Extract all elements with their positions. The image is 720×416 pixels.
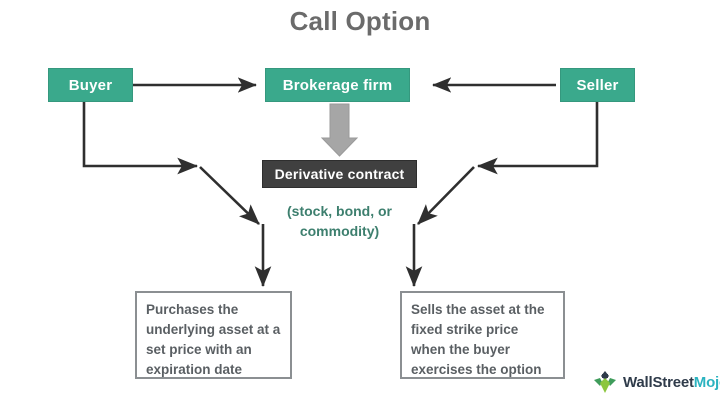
connector-buyer-to-buyer-outcome [82, 102, 199, 175]
wallstreetmojo-logo-text: WallStreetMojo [623, 374, 720, 391]
buyer-outcome-text: Purchases the underlying asset at a set … [146, 302, 281, 377]
seller-outcome-box: Sells the asset at the fixed strike pric… [400, 291, 565, 379]
node-seller[interactable]: Seller [560, 68, 635, 102]
node-seller-label: Seller [576, 76, 619, 94]
node-brokerage-firm[interactable]: Brokerage firm [265, 68, 410, 102]
connector-buyer-diagonal [199, 166, 260, 225]
node-buyer-label: Buyer [68, 76, 113, 94]
buyer-outcome-box: Purchases the underlying asset at a set … [135, 291, 292, 379]
underlying-asset-note: (stock, bond, or commodity) [262, 201, 417, 241]
node-derivative-contract[interactable]: Derivative contract [262, 160, 417, 188]
wallstreetmojo-bull-icon [594, 371, 616, 393]
underlying-asset-note-line1: (stock, bond, or [287, 203, 392, 219]
seller-outcome-text: Sells the asset at the fixed strike pric… [411, 302, 545, 377]
node-derivative-contract-label: Derivative contract [274, 166, 405, 182]
logo-text-part1: WallStreet [623, 373, 694, 391]
block-arrow-down-icon [320, 103, 359, 157]
connector-seller-diagonal [417, 166, 475, 225]
underlying-asset-note-line2: commodity) [299, 223, 380, 239]
logo-text-part2: Mojo [693, 373, 720, 391]
page-title: Call Option [289, 6, 431, 36]
node-brokerage-firm-label: Brokerage firm [282, 76, 393, 94]
wallstreetmojo-logo[interactable]: WallStreetMojo [592, 369, 720, 395]
node-buyer[interactable]: Buyer [48, 68, 133, 102]
connector-seller-to-seller-outcome [476, 102, 599, 175]
